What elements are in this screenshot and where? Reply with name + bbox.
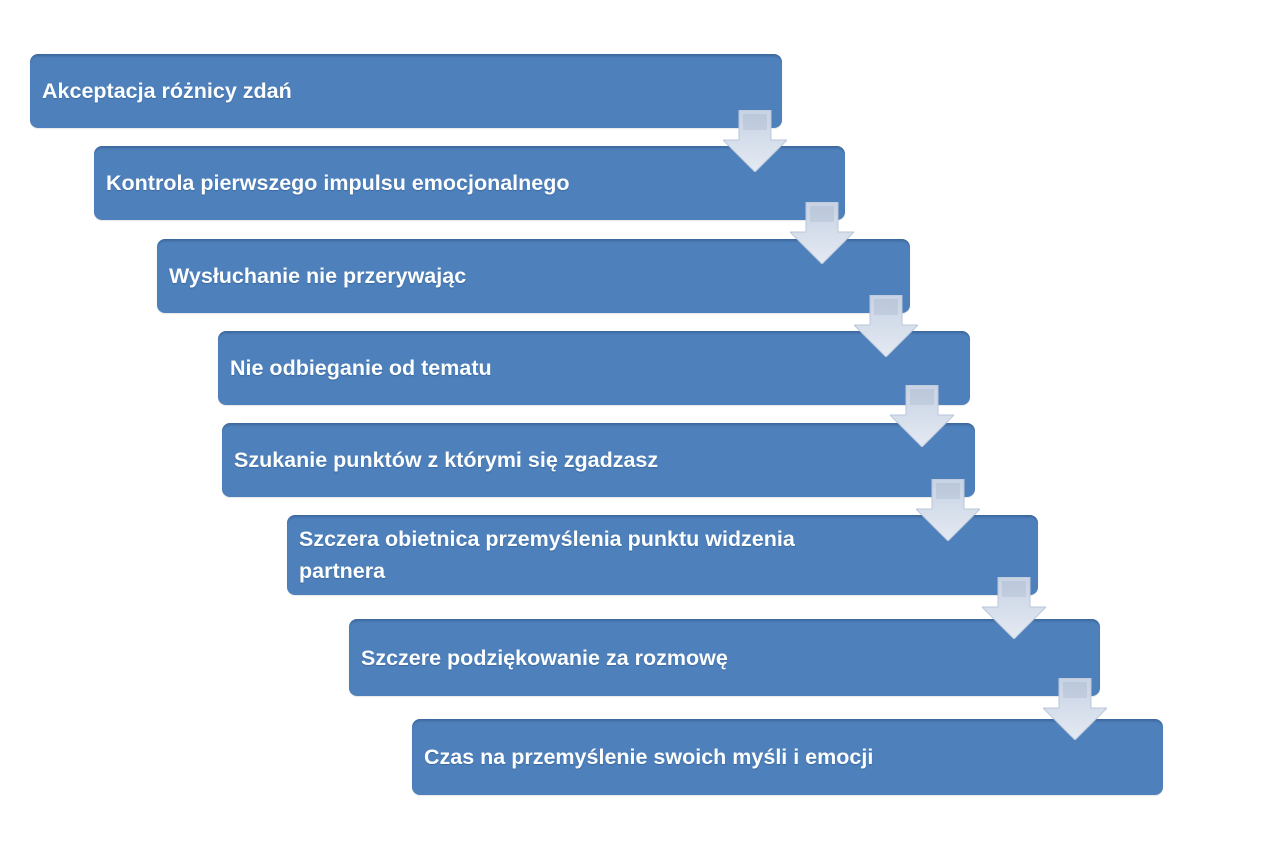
process-step-2-label: Kontrola pierwszego impulsu emocjonalneg… bbox=[106, 171, 570, 195]
process-step-6: Szczera obietnica przemyślenia punktu wi… bbox=[287, 515, 1038, 595]
process-step-2: Kontrola pierwszego impulsu emocjonalneg… bbox=[94, 146, 845, 220]
down-arrow-icon bbox=[790, 202, 854, 264]
process-step-6-label: Szczera obietnica przemyślenia punktu wi… bbox=[299, 527, 795, 583]
down-arrow-icon bbox=[916, 479, 980, 541]
process-step-4-label: Nie odbieganie od tematu bbox=[230, 356, 492, 380]
process-step-5-label: Szukanie punktów z którymi się zgadzasz bbox=[234, 448, 659, 472]
down-arrow-icon bbox=[854, 295, 918, 357]
process-step-8: Czas na przemyślenie swoich myśli i emoc… bbox=[412, 719, 1163, 795]
process-step-5: Szukanie punktów z którymi się zgadzasz bbox=[222, 423, 975, 497]
down-arrow-icon bbox=[1043, 678, 1107, 740]
process-step-1: Akceptacja różnicy zdań bbox=[30, 54, 782, 128]
down-arrow-icon bbox=[890, 385, 954, 447]
down-arrow-icon bbox=[982, 577, 1046, 639]
process-step-7-label: Szczere podziękowanie za rozmowę bbox=[361, 645, 728, 670]
process-step-8-label: Czas na przemyślenie swoich myśli i emoc… bbox=[424, 745, 874, 769]
process-step-3-label: Wysłuchanie nie przerywając bbox=[169, 264, 467, 288]
process-step-4: Nie odbieganie od tematu bbox=[218, 331, 970, 405]
process-step-1-label: Akceptacja różnicy zdań bbox=[42, 79, 292, 103]
process-step-7: Szczere podziękowanie za rozmowę bbox=[349, 619, 1100, 696]
process-step-3: Wysłuchanie nie przerywając bbox=[157, 239, 910, 313]
down-arrow-icon bbox=[723, 110, 787, 172]
